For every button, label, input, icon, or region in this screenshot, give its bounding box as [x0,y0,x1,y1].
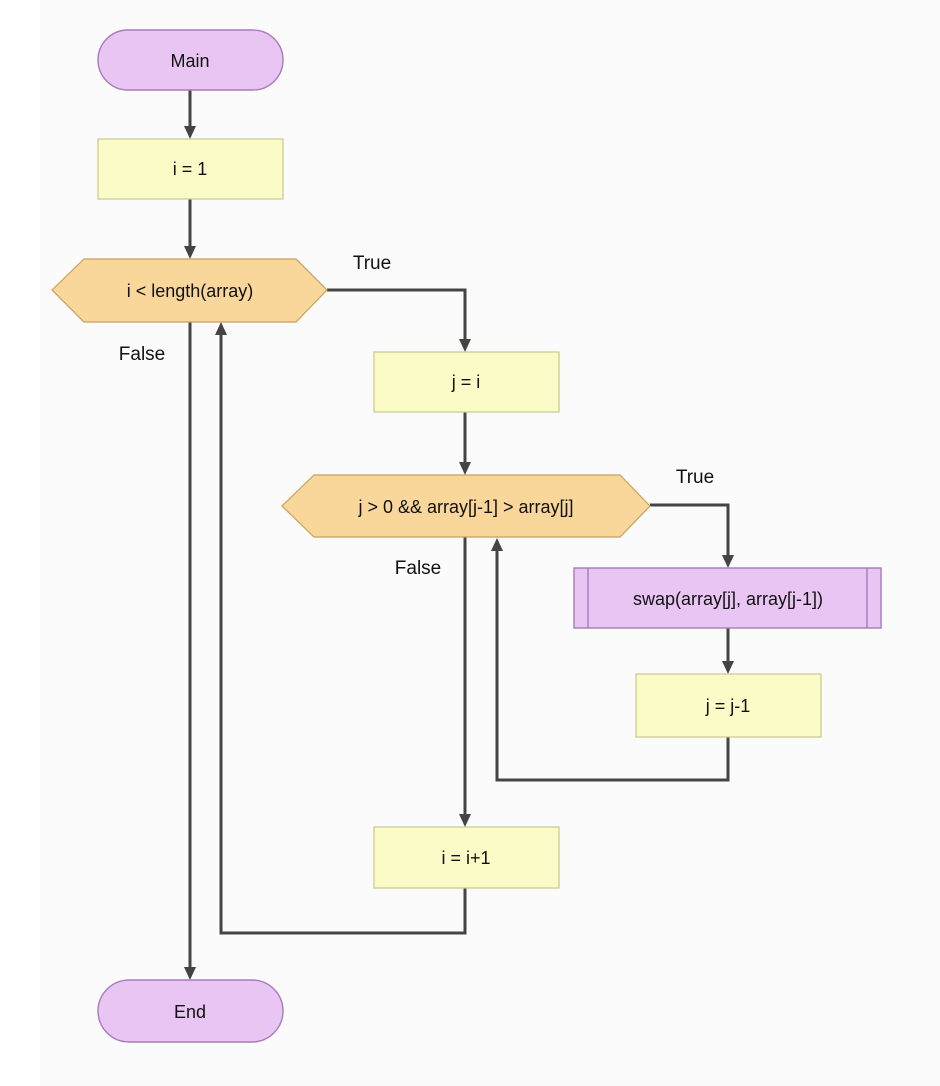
inner-condition-label: j > 0 && array[j-1] > array[j] [357,497,573,517]
swap-label: swap(array[j], array[j-1]) [633,589,823,609]
terminal-shape [97,979,284,1043]
assign-j-label: j = i [451,372,481,392]
subroutine-shape [573,567,882,629]
arrowhead [459,462,471,475]
arrowhead [184,967,196,980]
arrowhead [459,814,471,827]
end-terminal: End [97,979,284,1043]
start-label: Main [170,51,209,71]
decision-outer-loop: i < length(array) [51,258,328,323]
process-shape [373,351,560,413]
start-terminal: Main [97,29,284,91]
decision-inner-loop: j > 0 && array[j-1] > array[j] [281,474,651,538]
arrowhead [184,126,196,139]
init-i-label: i = 1 [173,159,208,179]
process-shape [97,138,284,200]
arrowhead [491,538,503,551]
end-label: End [174,1002,206,1022]
arrowhead [215,322,227,335]
edge-outer-loop-back [219,333,467,935]
decision-shape [51,258,328,323]
arrowhead [722,661,734,674]
edges [184,90,734,980]
outer-condition-label: i < length(array) [127,281,254,301]
edge-outer-true [327,288,467,341]
arrowhead [459,339,471,352]
process-decrement-j: j = j-1 [635,673,822,738]
process-assign-j: j = i [373,351,560,413]
edge-inner-loop-back [495,549,730,782]
edge-inner-true [650,503,730,557]
terminal-shape [97,29,284,91]
process-shape [635,673,822,738]
inner-true-label: True [676,467,714,488]
increment-i-label: i = i+1 [441,848,490,868]
decision-shape [281,474,651,538]
arrowhead [722,555,734,568]
process-increment-i: i = i+1 [373,826,560,889]
arrowhead [184,246,196,259]
outer-true-label: True [353,253,391,274]
process-init-i: i = 1 [97,138,284,200]
process-shape [373,826,560,889]
inner-false-label: False [395,558,441,579]
subroutine-swap: swap(array[j], array[j-1]) [573,567,882,629]
outer-false-label: False [119,344,165,365]
decrement-j-label: j = j-1 [705,696,751,716]
